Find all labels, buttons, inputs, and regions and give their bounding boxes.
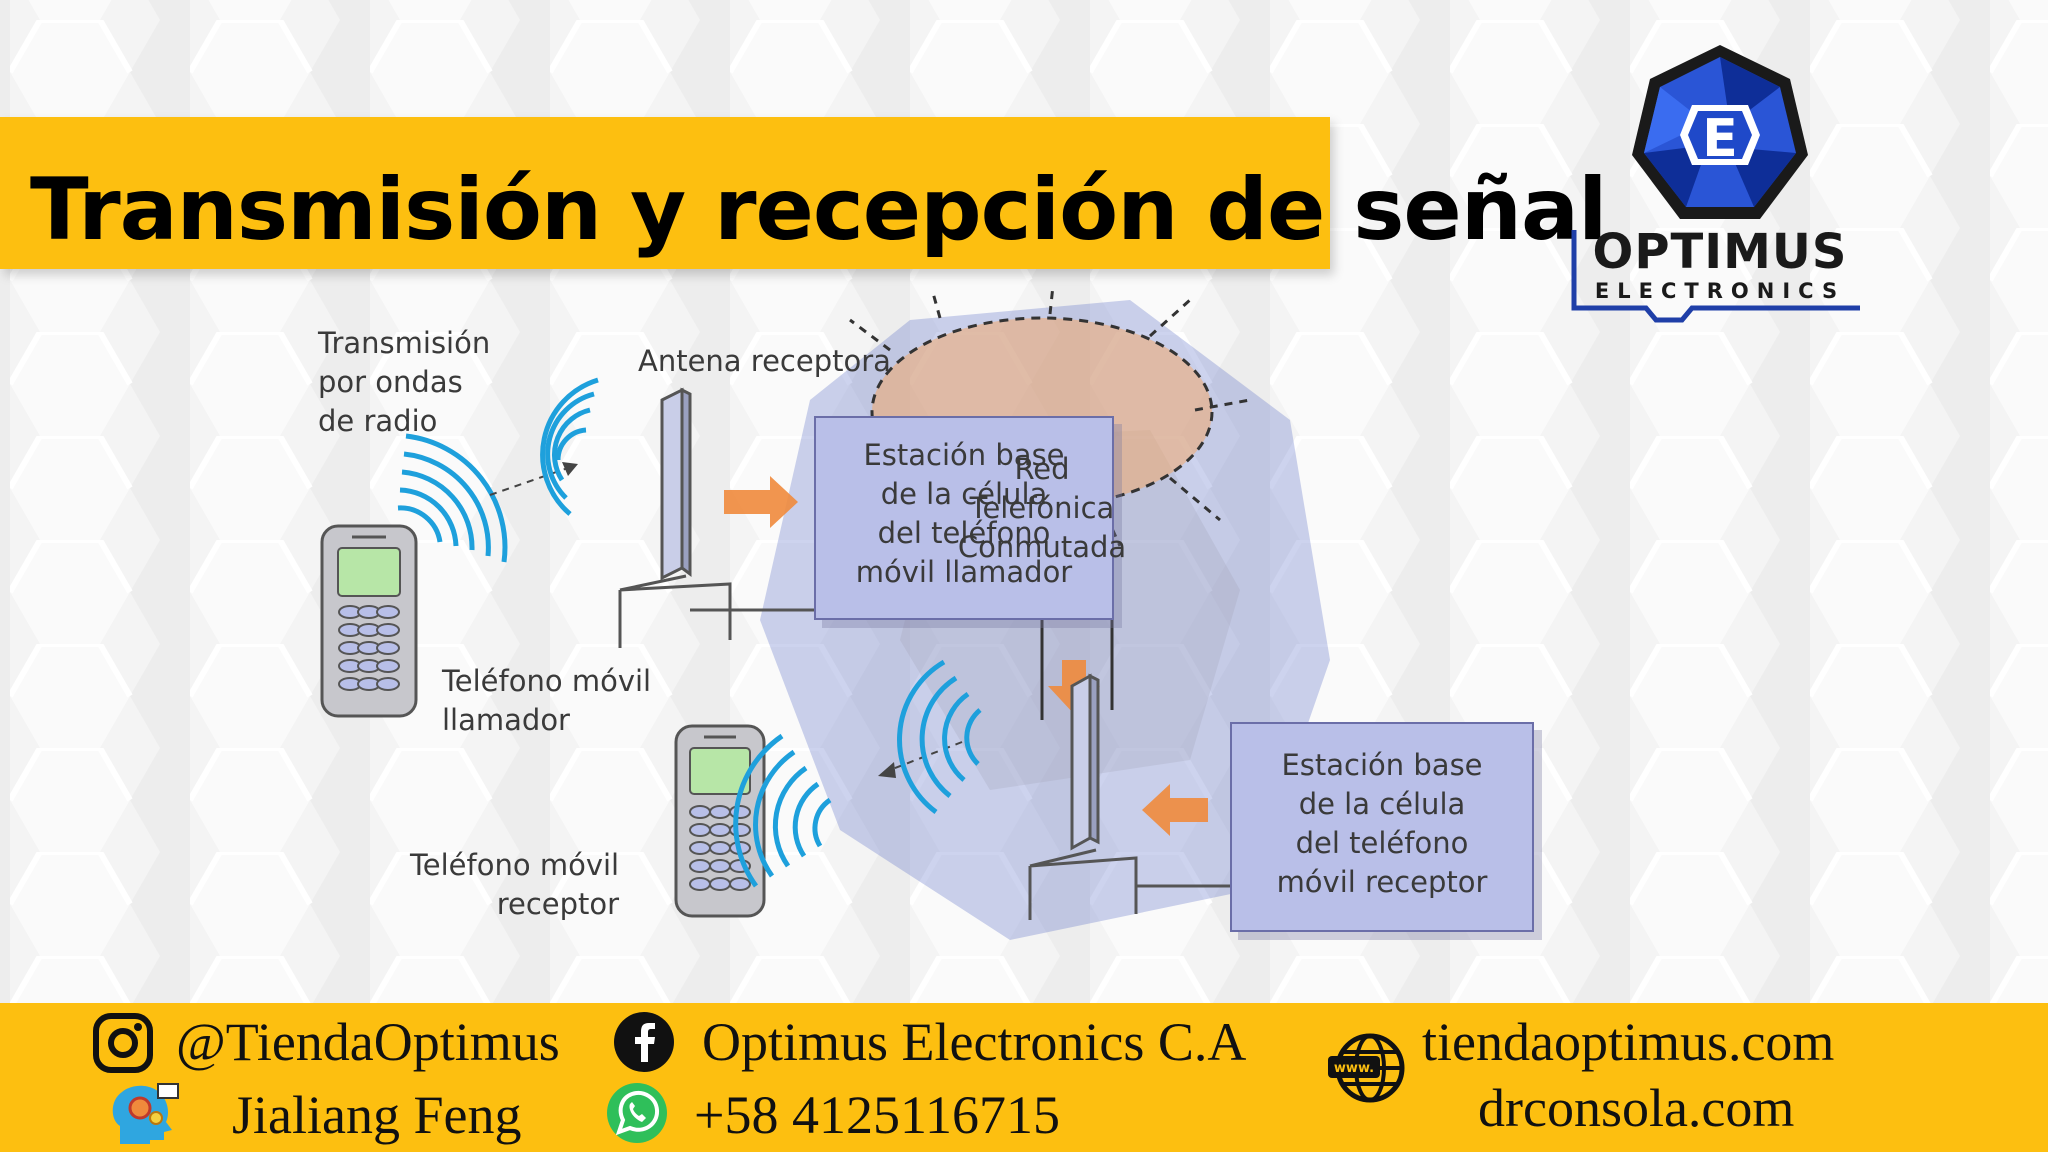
caller-base-station-box: Estación base de la célula del teléfono … — [814, 416, 1114, 620]
optimus-logo: E OPTIMUS ELECTRONICS — [1571, 45, 1860, 323]
logo-name: OPTIMUS — [1593, 224, 1848, 280]
receiver-antenna-icon — [1028, 673, 1230, 920]
facebook-page[interactable]: Optimus Electronics C.A — [702, 1012, 1247, 1072]
caller-phone-icon — [320, 524, 418, 718]
instagram-icon — [93, 1013, 153, 1073]
arrow-to-receiver-antenna — [1142, 784, 1208, 836]
receiver-base-station-box: Estación base de la célula del teléfono … — [1230, 722, 1534, 932]
logo-tagline: ELECTRONICS — [1595, 279, 1845, 303]
logo-letter: E — [1702, 109, 1738, 169]
whatsapp-icon — [607, 1083, 667, 1143]
caller-signal-arrow — [489, 467, 569, 496]
label-caller-phone: Teléfono móvil llamador — [442, 664, 652, 737]
network-label: Red Telefónica Conmutada — [957, 452, 1127, 564]
receiver-radio-waves — [733, 733, 832, 888]
arrow-to-caller-station — [724, 476, 798, 528]
globe-www-icon: www. — [1328, 1033, 1405, 1103]
caller-station-label: Estación base de la célula del teléfono … — [855, 438, 1073, 589]
svg-text:www.: www. — [1334, 1061, 1374, 1076]
caller-antenna-icon — [618, 387, 900, 648]
instagram-handle[interactable]: @TiendaOptimus — [176, 1012, 560, 1072]
person-head-gears-icon — [112, 1083, 179, 1144]
cellular-diagram: Transmisión por ondas de radio Antena re… — [290, 290, 1620, 970]
label-receiver-phone: Teléfono móvil receptor — [410, 848, 620, 921]
website-link-1[interactable]: tiendaoptimus.com — [1422, 1012, 1835, 1072]
facebook-icon — [614, 1012, 674, 1072]
receiver-phone-icon — [674, 724, 766, 918]
caller-radio-waves — [397, 433, 508, 563]
website-link-2[interactable]: drconsola.com — [1478, 1078, 1795, 1138]
label-transmission: Transmisión por ondas de radio — [318, 326, 491, 438]
receiver-antenna-waves — [897, 659, 982, 815]
title-band — [0, 117, 1330, 269]
label-antenna: Antena receptora — [638, 344, 891, 378]
whatsapp-number[interactable]: +58 4125116715 — [694, 1085, 1060, 1145]
receiver-station-label: Estación base de la célula del teléfono … — [1276, 748, 1488, 899]
footer-bar — [0, 1003, 2048, 1152]
page-title: Transmisión y recepción de señal — [30, 160, 1607, 260]
antenna-radio-waves — [540, 377, 599, 516]
person-name: Jialiang Feng — [232, 1085, 522, 1145]
